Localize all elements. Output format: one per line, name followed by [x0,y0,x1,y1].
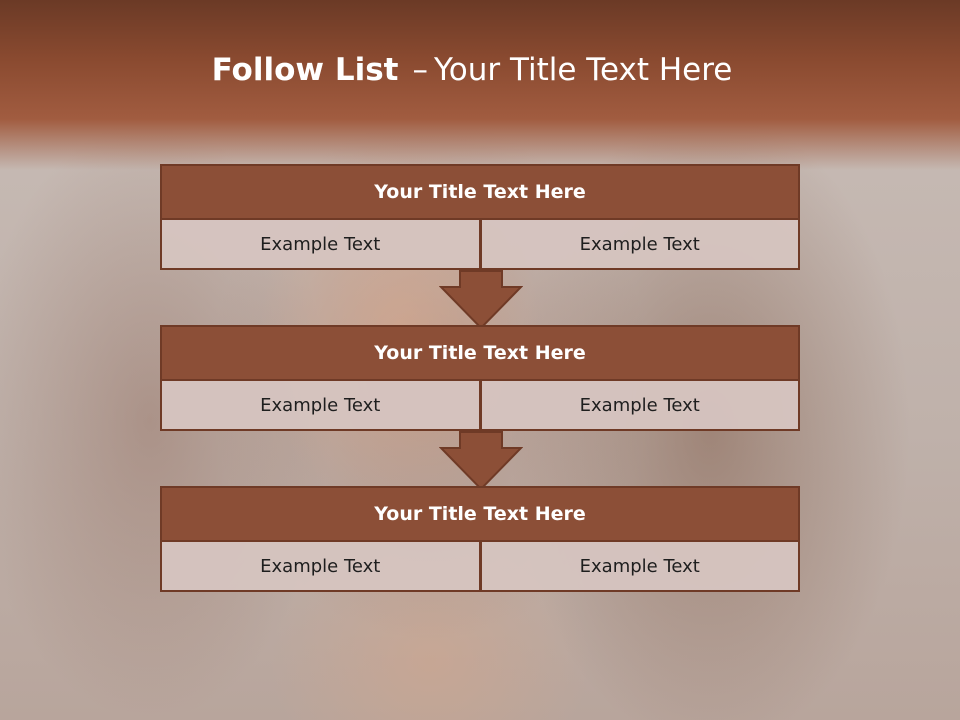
step-block-2: Your Title Text Here Example Text Exampl… [160,325,800,431]
step-cell-right: Example Text [480,220,800,270]
slide-title-rest: Your Title Text Here [433,52,733,88]
step-row: Example Text Example Text [160,220,800,270]
step-title: Your Title Text Here [160,486,800,542]
step-block-1: Your Title Text Here Example Text Exampl… [160,164,800,270]
step-cell-right: Example Text [480,542,800,592]
step-cell-left: Example Text [160,220,481,270]
down-arrow-icon [439,431,523,491]
step-block-3: Your Title Text Here Example Text Exampl… [160,486,800,592]
slide-title: Follow List–Your Title Text Here [0,52,944,88]
down-arrow-icon [439,270,523,330]
step-row: Example Text Example Text [160,542,800,592]
step-row: Example Text Example Text [160,381,800,431]
step-cell-right: Example Text [480,381,800,431]
title-band [0,0,960,170]
step-title: Your Title Text Here [160,164,800,220]
step-cell-left: Example Text [160,381,481,431]
step-cell-left: Example Text [160,542,481,592]
slide-title-separator: – [412,52,428,88]
step-title: Your Title Text Here [160,325,800,381]
slide-title-bold: Follow List [211,52,399,88]
